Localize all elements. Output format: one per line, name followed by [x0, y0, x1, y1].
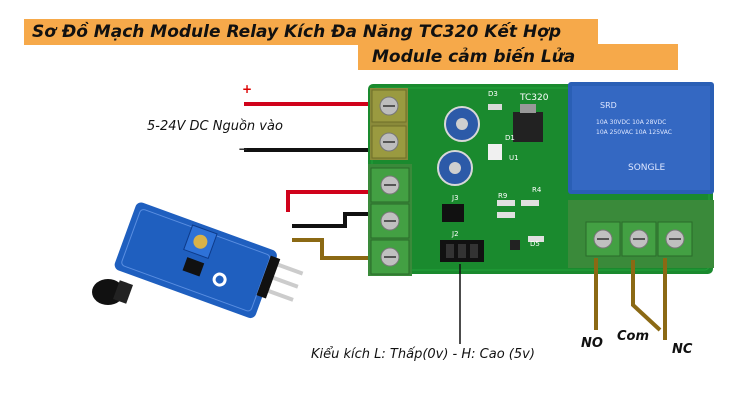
- terminal-no-label: NO: [581, 336, 603, 351]
- svg-text:J3: J3: [451, 194, 459, 202]
- relay-rating-1: 10A 250VAC 10A 125VAC: [596, 129, 672, 136]
- relay-rating-2: 10A 30VDC 10A 28VDC: [596, 119, 666, 126]
- terminal-nc-label: NC: [672, 342, 693, 357]
- svg-text:U1: U1: [509, 154, 519, 162]
- svg-text:J2: J2: [451, 230, 459, 238]
- relay-wire-com: [631, 260, 662, 332]
- power-terminal-block: [370, 88, 408, 160]
- trigger-mode-note: Kiểu kích L: Thấp(0v) - H: Cao (5v): [311, 347, 535, 362]
- flame-sensor-ir-led: [92, 279, 133, 305]
- title-line-2: Module cảm biến Lửa: [358, 44, 678, 70]
- power-plus-sign: +: [242, 82, 253, 96]
- relay-brand-label: SONGLE: [628, 163, 666, 173]
- sensor-wire-signal: [292, 238, 378, 260]
- ic-chip: [442, 204, 464, 222]
- board-model-label: TC320: [519, 93, 549, 103]
- svg-text:D3: D3: [488, 90, 498, 98]
- title-line-1: Sơ Đồ Mạch Module Relay Kích Đa Năng TC3…: [24, 19, 598, 45]
- sensor-wire-gnd: [292, 212, 378, 228]
- svg-text:R9: R9: [498, 192, 507, 200]
- relay-terminal-block: [568, 200, 714, 268]
- sensor-terminal-block: [368, 164, 412, 276]
- relay: SRD 10A 30VDC 10A 28VDC 10A 250VAC 10A 1…: [568, 82, 714, 194]
- svg-text:D5: D5: [530, 240, 540, 248]
- svg-text:D1: D1: [505, 134, 515, 142]
- power-minus-sign: −: [238, 142, 249, 156]
- svg-text:R4: R4: [532, 186, 542, 194]
- regulator-chip: [513, 112, 543, 142]
- relay-model-label: SRD: [600, 101, 617, 110]
- terminal-com-label: Com: [617, 329, 650, 344]
- flame-sensor-module: [114, 202, 304, 319]
- power-input-label: 5-24V DC Nguồn vào: [147, 119, 283, 134]
- sensor-wire-vcc: [286, 190, 378, 212]
